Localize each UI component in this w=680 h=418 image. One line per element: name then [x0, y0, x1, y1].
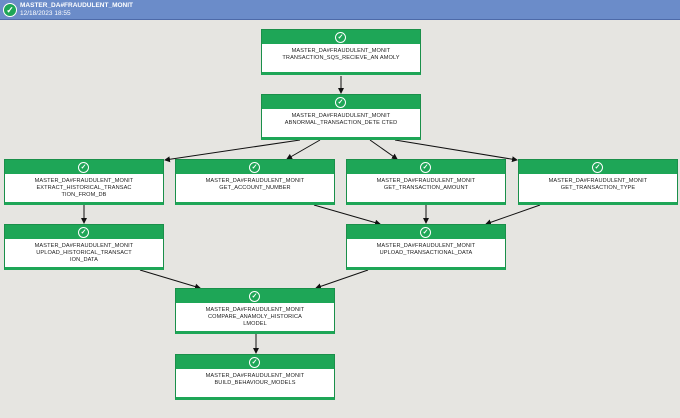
node-job-name: GET_ACCOUNT_NUMBER	[219, 185, 291, 191]
check-circle-icon: ✓	[249, 162, 260, 173]
job-node-upload-historical-transaction-data[interactable]: ✓ MASTER_DA#FRAUDULENT_MONIT UPLOAD_HIST…	[4, 224, 164, 270]
node-job-name: COMPARE_ANAMOLY_HISTORICA LMODEL	[208, 314, 302, 327]
node-folder: MASTER_DA#FRAUDULENT_MONIT	[291, 113, 391, 119]
node-folder: MASTER_DA#FRAUDULENT_MONIT	[291, 48, 391, 54]
job-node-extract-historical-transaction[interactable]: ✓ MASTER_DA#FRAUDULENT_MONIT EXTRACT_HIS…	[4, 159, 164, 205]
node-folder: MASTER_DA#FRAUDULENT_MONIT	[34, 243, 134, 249]
edge	[139, 269, 201, 290]
edge	[394, 139, 518, 163]
edge	[286, 139, 321, 160]
job-node-upload-transactional-data[interactable]: ✓ MASTER_DA#FRAUDULENT_MONIT UPLOAD_TRAN…	[346, 224, 506, 270]
node-header: ✓	[5, 225, 163, 239]
node-header: ✓	[347, 225, 505, 239]
check-circle-icon: ✓	[249, 291, 260, 302]
job-node-build-behaviour-models[interactable]: ✓ MASTER_DA#FRAUDULENT_MONIT BUILD_BEHAV…	[175, 354, 335, 400]
job-node-abnormal-transaction-detected[interactable]: ✓ MASTER_DA#FRAUDULENT_MONIT ABNORMAL_TR…	[261, 94, 421, 140]
node-folder: MASTER_DA#FRAUDULENT_MONIT	[205, 373, 305, 379]
job-node-get-transaction-type[interactable]: ✓ MASTER_DA#FRAUDULENT_MONIT GET_TRANSAC…	[518, 159, 678, 205]
node-job-name: UPLOAD_TRANSACTIONAL_DATA	[379, 250, 473, 256]
window-title: MASTER_DA#FRAUDULENT_MONIT	[20, 2, 134, 9]
check-circle-icon: ✓	[592, 162, 603, 173]
node-folder: MASTER_DA#FRAUDULENT_MONIT	[548, 178, 648, 184]
node-job-name: BUILD_BEHAVIOUR_MODELS	[214, 380, 296, 386]
edge	[485, 204, 541, 226]
job-node-transaction-sqs-recieve-anamoly[interactable]: ✓ MASTER_DA#FRAUDULENT_MONIT TRANSACTION…	[261, 29, 421, 75]
node-job-name: GET_TRANSACTION_AMOUNT	[383, 185, 469, 191]
check-circle-icon: ✓	[420, 162, 431, 173]
check-circle-icon: ✓	[78, 162, 89, 173]
job-node-compare-anamoly-historical-model[interactable]: ✓ MASTER_DA#FRAUDULENT_MONIT COMPARE_ANA…	[175, 288, 335, 334]
node-folder: MASTER_DA#FRAUDULENT_MONIT	[205, 178, 305, 184]
node-folder: MASTER_DA#FRAUDULENT_MONIT	[34, 178, 134, 184]
check-circle-icon: ✓	[3, 3, 17, 17]
node-job-name: EXTRACT_HISTORICAL_TRANSAC TION_FROM_DB	[36, 185, 132, 198]
node-header: ✓	[262, 30, 420, 44]
node-folder: MASTER_DA#FRAUDULENT_MONIT	[376, 243, 476, 249]
node-header: ✓	[176, 160, 334, 174]
job-node-get-transaction-amount[interactable]: ✓ MASTER_DA#FRAUDULENT_MONIT GET_TRANSAC…	[346, 159, 506, 205]
check-circle-icon: ✓	[78, 227, 89, 238]
node-job-name: GET_TRANSACTION_TYPE	[560, 185, 636, 191]
check-circle-icon: ✓	[335, 97, 346, 108]
node-folder: MASTER_DA#FRAUDULENT_MONIT	[205, 307, 305, 313]
node-header: ✓	[519, 160, 677, 174]
node-job-name: TRANSACTION_SQS_RECIEVE_AN AMOLY	[282, 55, 400, 61]
edge	[315, 269, 369, 290]
node-job-name: ABNORMAL_TRANSACTION_DETE CTED	[284, 120, 398, 126]
window-timestamp: 12/18/2023 18:55	[20, 10, 71, 17]
node-header: ✓	[176, 289, 334, 303]
node-job-name: UPLOAD_HISTORICAL_TRANSACT ION_DATA	[36, 250, 132, 263]
node-header: ✓	[176, 355, 334, 369]
node-header: ✓	[262, 95, 420, 109]
node-folder: MASTER_DA#FRAUDULENT_MONIT	[376, 178, 476, 184]
edge	[369, 139, 398, 160]
edge	[164, 139, 301, 163]
check-circle-icon: ✓	[249, 357, 260, 368]
node-header: ✓	[347, 160, 505, 174]
workflow-canvas: ✓ MASTER_DA#FRAUDULENT_MONIT TRANSACTION…	[0, 20, 680, 418]
edge	[313, 204, 381, 226]
job-node-get-account-number[interactable]: ✓ MASTER_DA#FRAUDULENT_MONIT GET_ACCOUNT…	[175, 159, 335, 205]
node-header: ✓	[5, 160, 163, 174]
edges-layer	[81, 76, 541, 354]
check-circle-icon: ✓	[420, 227, 431, 238]
title-bar: ✓ MASTER_DA#FRAUDULENT_MONIT 12/18/2023 …	[0, 0, 680, 20]
check-circle-icon: ✓	[335, 32, 346, 43]
